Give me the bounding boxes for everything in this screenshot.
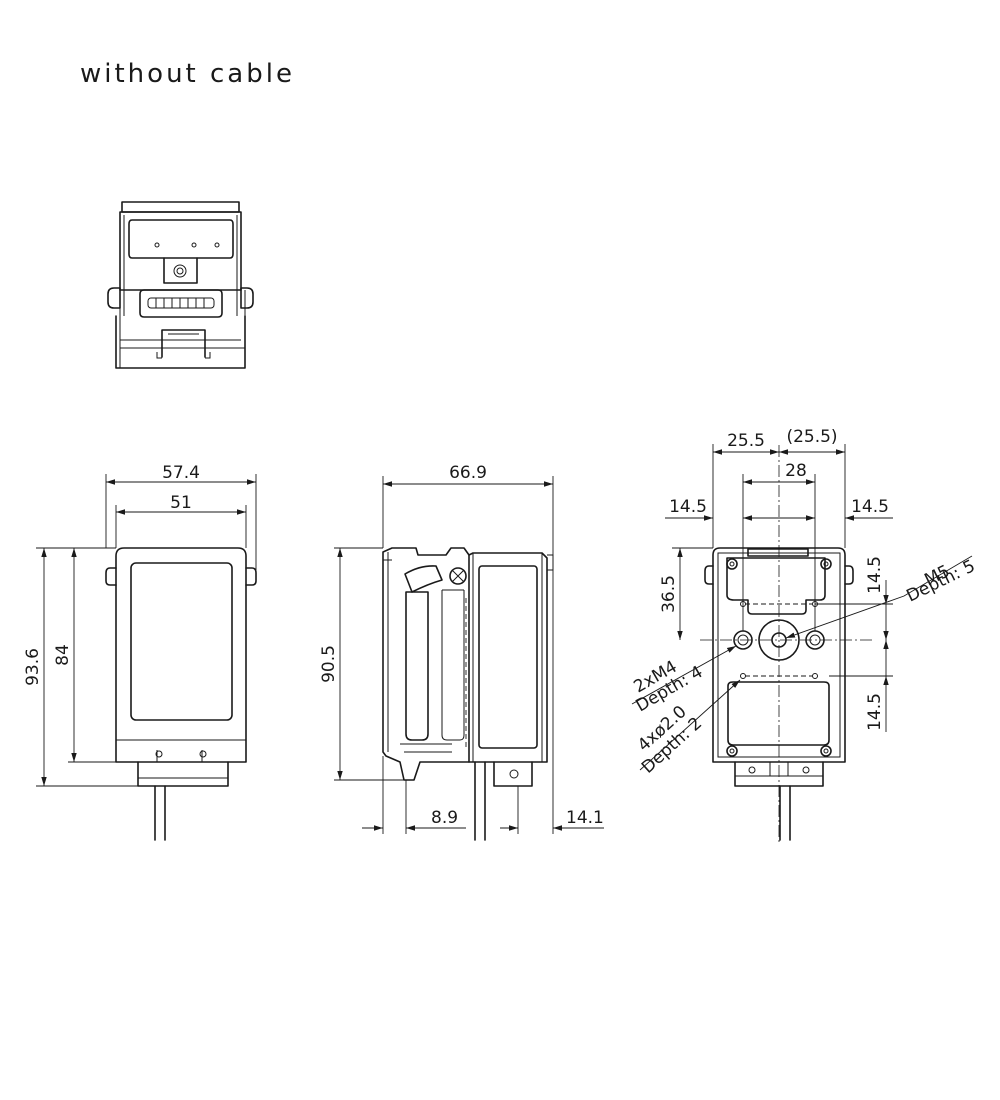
back-view xyxy=(700,445,872,845)
side-view-dimensions: 66.9 90.5 8.9 14.1 xyxy=(319,463,604,834)
top-view xyxy=(107,201,254,369)
dim-half-width-right: (25.5) xyxy=(786,427,837,447)
dim-depth-overall: 66.9 xyxy=(449,463,487,483)
dim-height-overall: 93.6 xyxy=(23,648,43,686)
dim-height-from-top: 36.5 xyxy=(659,575,679,613)
dim-height-side: 90.5 xyxy=(319,645,339,683)
front-view xyxy=(105,547,257,841)
dim-lower-spacing: 14.5 xyxy=(865,693,885,731)
dim-upper-spacing: 14.5 xyxy=(865,556,885,594)
dim-width-overall: 57.4 xyxy=(162,463,200,483)
dim-rear-offset: 14.1 xyxy=(566,808,604,828)
drawing-title: without cable xyxy=(80,59,295,89)
dim-hole-spacing: 28 xyxy=(785,461,807,481)
side-view xyxy=(382,547,554,841)
dim-width-body: 51 xyxy=(170,493,192,513)
back-view-dimensions: 25.5 (25.5) 28 14.5 14.5 36.5 14.5 14.5 … xyxy=(631,427,979,778)
dim-half-width-left: 25.5 xyxy=(727,431,765,451)
front-view-dimensions: 57.4 51 93.6 84 xyxy=(23,463,257,787)
dim-edge-left: 14.5 xyxy=(669,497,707,517)
dim-height-body: 84 xyxy=(53,644,73,666)
dim-front-offset: 8.9 xyxy=(431,808,458,828)
dim-edge-right: 14.5 xyxy=(851,497,889,517)
